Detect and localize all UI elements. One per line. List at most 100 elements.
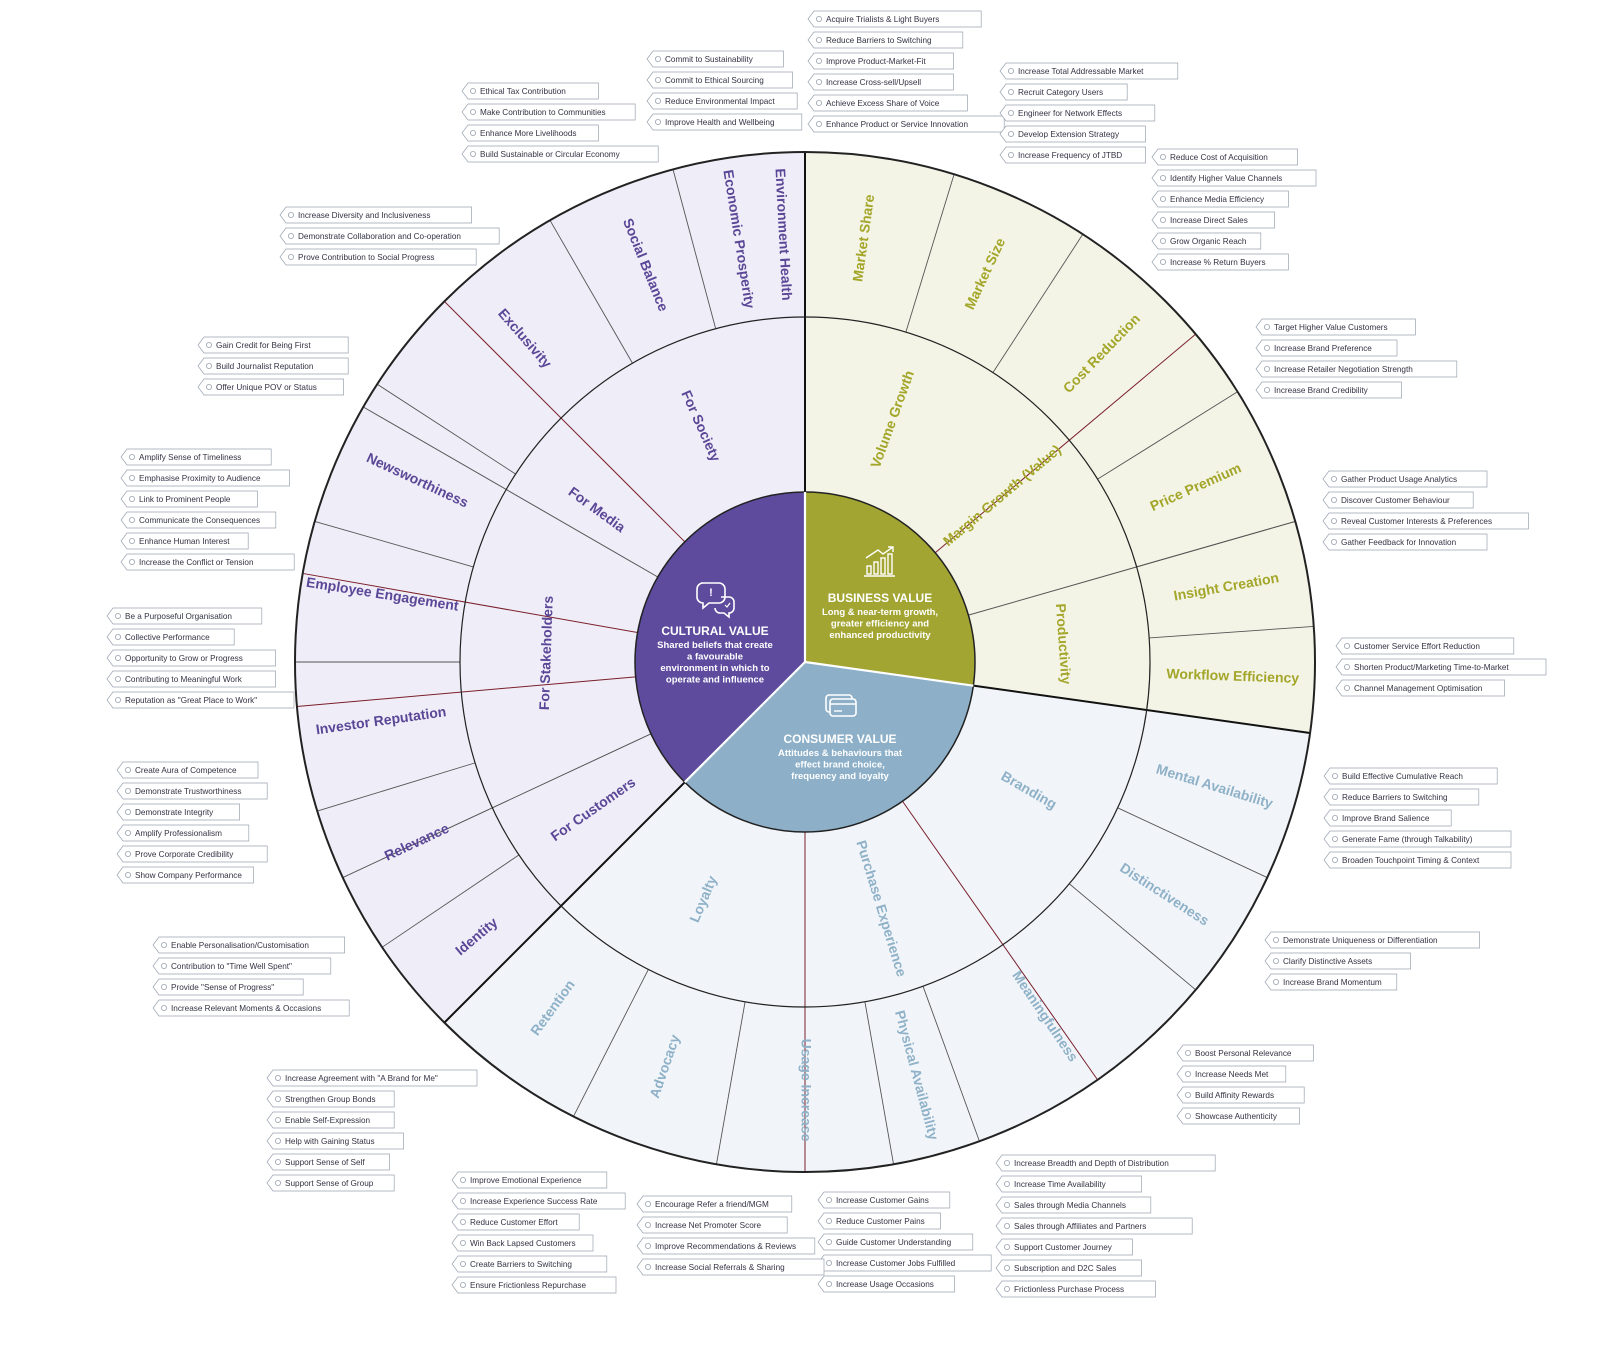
middle-label-productivity: Productivity (1053, 603, 1075, 685)
tag-item: Create Barriers to Switching (451, 1255, 608, 1273)
tag-item: Build Effective Cumulative Reach (1323, 767, 1498, 785)
tag-item-label: Enhance More Livelihoods (480, 129, 577, 138)
tag-item-label: Guide Customer Understanding (836, 1238, 952, 1247)
tag-item-label: Build Journalist Reputation (216, 362, 314, 371)
growth-chart-icon (864, 546, 895, 577)
tag-item: Increase Customer Gains (817, 1191, 951, 1209)
tag-item: Increase Brand Credibility (1255, 381, 1402, 399)
tag-item-label: Prove Contribution to Social Progress (298, 253, 435, 262)
tag-item: Link to Prominent People (120, 490, 258, 508)
tag-item-label: Target Higher Value Customers (1274, 323, 1388, 332)
cultural-value-description-line: operate and influence (666, 675, 764, 686)
tag-item: Engineer for Network Effects (999, 104, 1156, 122)
tag-item: Strengthen Group Bonds (266, 1090, 395, 1108)
divider-middle-consumer (902, 800, 1098, 1081)
tag-item: Enhance Media Efficiency (1151, 190, 1289, 208)
tag-item: Increase Agreement with "A Brand for Me" (266, 1069, 478, 1087)
tag-item: Improve Product-Market-Fit (807, 52, 954, 70)
tag-item: Enhance Human Interest (120, 532, 249, 550)
tag-bullet-icon (1331, 496, 1338, 503)
tag-bullet-icon (160, 984, 167, 991)
tag-bullet-icon (1344, 664, 1351, 671)
tag-item-label: Improve Recommendations & Reviews (655, 1242, 796, 1251)
divider-middle-cultural (342, 733, 652, 878)
consumer-value-description-line: Attitudes & behaviours that (778, 748, 903, 759)
tag-item-label: Prove Corporate Credibility (135, 850, 234, 859)
tag-item: Provide "Sense of Progress" (152, 978, 304, 996)
tag-item-label: Increase Relevant Moments & Occasions (171, 1004, 321, 1013)
tag-bullet-icon (1008, 89, 1015, 96)
tag-item-label: Help with Gaining Status (285, 1137, 375, 1146)
tag-item: Showcase Authenticity (1176, 1107, 1300, 1125)
tag-item-label: Be a Purposeful Organisation (125, 612, 232, 621)
tag-item: Improve Recommendations & Reviews (636, 1237, 816, 1255)
tag-bullet-icon (205, 341, 212, 348)
tag-bullet-icon (1331, 475, 1338, 482)
tag-bullet-icon (1160, 195, 1167, 202)
tag-item-label: Commit to Sustainability (665, 55, 754, 64)
tag-item-label: Frictionless Purchase Process (1014, 1285, 1124, 1294)
tag-item: Target Higher Value Customers (1255, 318, 1416, 336)
tag-item-label: Reveal Customer Interests & Preferences (1341, 517, 1492, 526)
tag-item: Communicate the Consequences (120, 511, 277, 529)
tag-item: Increase Cross-sell/Upsell (807, 73, 954, 91)
tag-item: Gain Credit for Being First (197, 336, 349, 354)
svg-text:!: ! (709, 587, 713, 599)
tag-item-label: Reduce Cost of Acquisition (1170, 153, 1268, 162)
consumer-core-fill (684, 662, 974, 832)
tag-bullet-icon (1160, 153, 1167, 160)
tag-bullet-icon (274, 1096, 281, 1103)
tag-item-label: Subscription and D2C Sales (1014, 1264, 1116, 1273)
tag-item-label: Opportunity to Grow or Progress (125, 654, 243, 663)
tag-bullet-icon (1332, 857, 1339, 864)
tag-item-label: Reputation as "Great Place to Work" (125, 696, 257, 705)
tag-item-label: Build Sustainable or Circular Economy (480, 150, 621, 159)
tag-item: Build Affinity Rewards (1176, 1086, 1305, 1104)
business-value-description-line: enhanced productivity (829, 630, 931, 641)
tag-bullet-icon (115, 613, 122, 620)
tag-item-label: Provide "Sense of Progress" (171, 983, 274, 992)
tag-bullet-icon (287, 253, 294, 260)
tag-item-label: Support Sense of Group (285, 1179, 374, 1188)
tag-bullet-icon (1004, 1223, 1011, 1230)
tag-item: Improve Emotional Experience (451, 1171, 608, 1189)
cultural-value-title: CULTURAL VALUE (661, 624, 768, 638)
tag-bullet-icon (115, 697, 122, 704)
tag-item-label: Increase Social Referrals & Sharing (655, 1263, 785, 1272)
tag-bullet-icon (1331, 539, 1338, 546)
divider-outer-business (1149, 625, 1314, 639)
tag-item: Commit to Ethical Sourcing (646, 71, 793, 89)
tag-bullet-icon (826, 1281, 833, 1288)
tag-bullet-icon (1264, 386, 1271, 393)
tag-bullet-icon (1008, 130, 1015, 137)
tag-bullet-icon (1004, 1160, 1011, 1167)
tag-item-label: Strengthen Group Bonds (285, 1095, 376, 1104)
tag-bullet-icon (115, 655, 122, 662)
tag-bullet-icon (826, 1260, 833, 1267)
tag-bullet-icon (645, 1264, 652, 1271)
tag-item-label: Offer Unique POV or Status (216, 383, 317, 392)
tag-bullet-icon (469, 88, 476, 95)
tag-bullet-icon (160, 1005, 167, 1012)
tag-bullet-icon (1185, 1092, 1192, 1099)
tag-item-label: Ethical Tax Contribution (480, 87, 566, 96)
tag-item: Increase Net Promoter Score (636, 1216, 788, 1234)
tag-bullet-icon (826, 1197, 833, 1204)
divider-outer-cultural (317, 762, 476, 812)
tag-bullet-icon (1185, 1050, 1192, 1057)
tag-bullet-icon (1004, 1202, 1011, 1209)
tag-item: Reduce Customer Effort (451, 1213, 580, 1231)
tag-bullet-icon (274, 1075, 281, 1082)
tag-item-label: Link to Prominent People (139, 495, 231, 504)
tag-item: Sales through Media Channels (995, 1196, 1152, 1214)
cultural-ring-fill (295, 152, 805, 1023)
tag-item-label: Increase % Return Buyers (1170, 258, 1266, 267)
tag-item: Increase Frequency of JTBD (999, 146, 1146, 164)
tag-item: Improve Brand Salience (1323, 809, 1452, 827)
tag-item-label: Increase Brand Credibility (1274, 386, 1369, 395)
chat-bubbles-icon: ! (696, 582, 735, 619)
tag-bullet-icon (459, 1198, 466, 1205)
